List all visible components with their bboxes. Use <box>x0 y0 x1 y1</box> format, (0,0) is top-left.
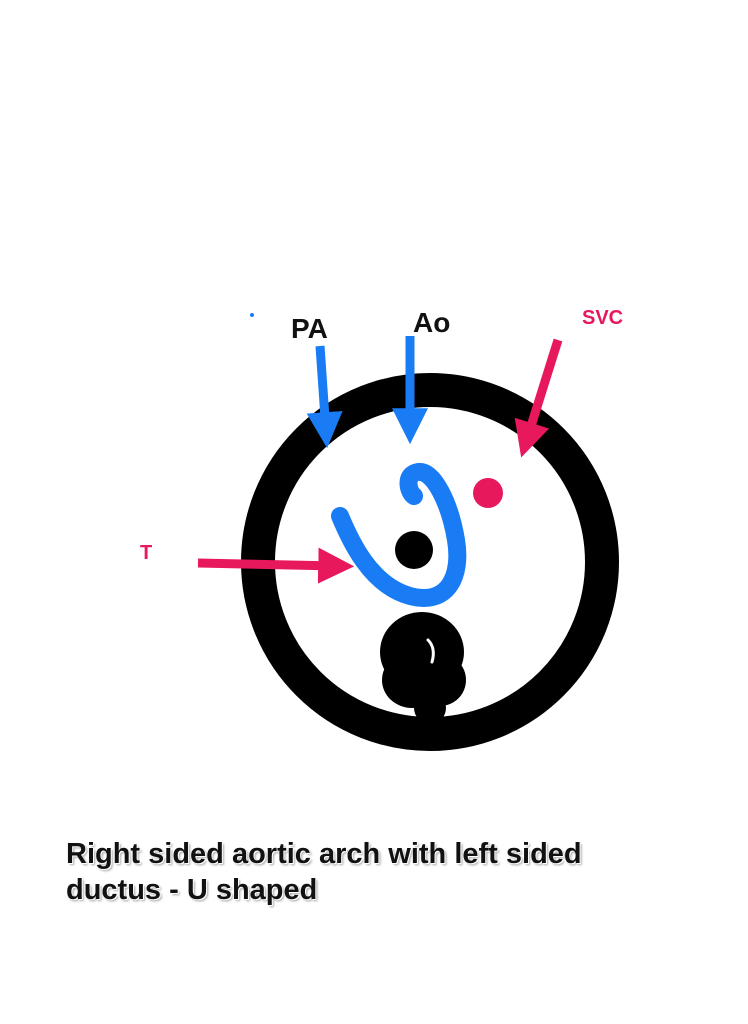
u-shaped-vascular-ring <box>331 463 467 607</box>
pa-arrow <box>306 345 343 449</box>
ao-label: Ao <box>413 307 450 338</box>
t-label: T <box>140 542 152 564</box>
vertebra-shape <box>380 612 466 724</box>
svc-dot <box>473 478 503 508</box>
stray-dot <box>250 313 254 317</box>
pa-label: PA <box>291 313 328 344</box>
svc-arrow <box>514 338 563 458</box>
caption-line-2: ductus - U shaped <box>66 874 318 906</box>
diagram-caption: Right sided aortic arch with left sided … <box>66 836 706 908</box>
t-arrow <box>197 547 355 584</box>
svc-label: SVC <box>582 307 623 329</box>
caption-line-1: Right sided aortic arch with left sided <box>66 838 582 870</box>
trachea-dot <box>395 531 433 569</box>
